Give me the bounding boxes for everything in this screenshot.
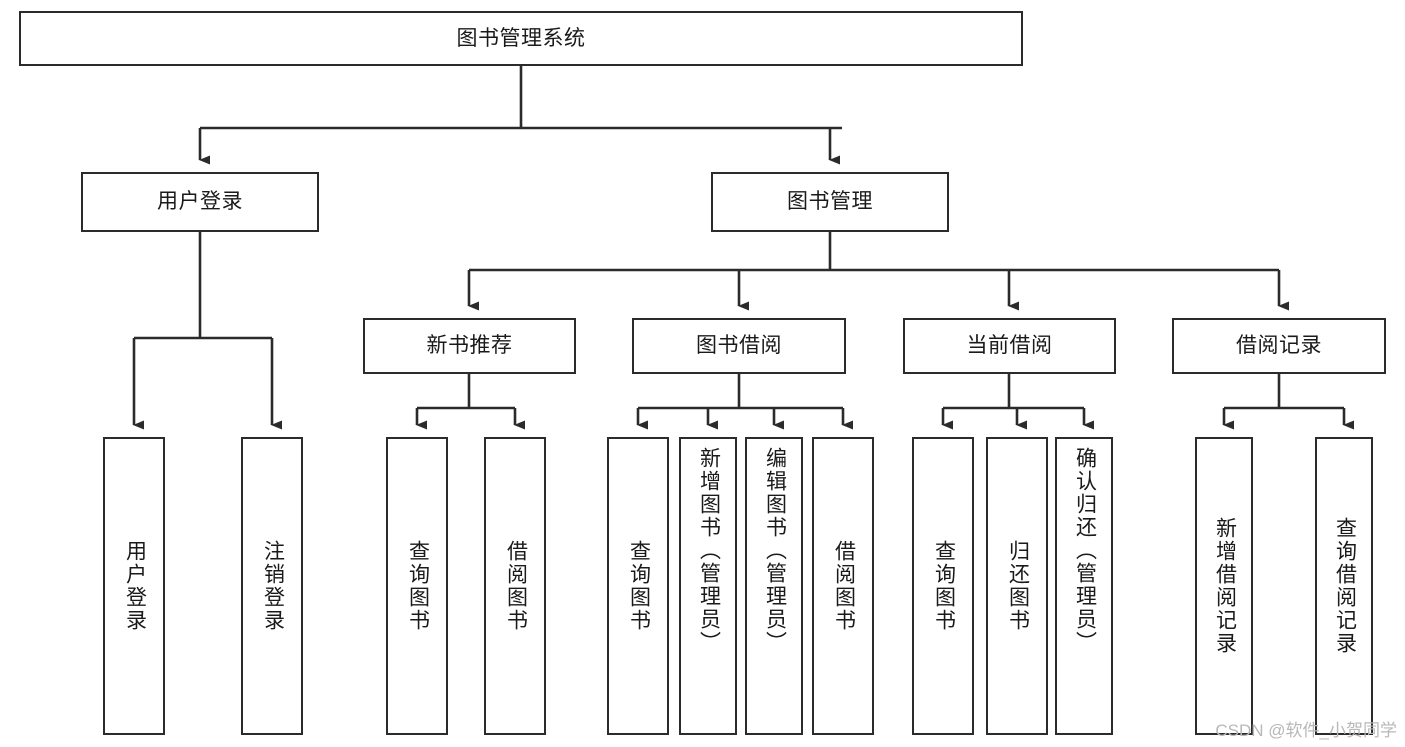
node-new-book-recommend-label: 新书推荐 [426,334,513,358]
node-leaf-add-borrow-record[interactable]: 新增借阅记录 [1195,437,1253,735]
node-leaf-borrow-book-label: 借阅图书 [832,540,856,632]
node-leaf-query-book-recommend[interactable]: 查询图书 [386,437,448,735]
node-leaf-borrow-book-recommend-label: 借阅图书 [504,540,528,632]
node-leaf-return-book[interactable]: 归还图书 [986,437,1048,735]
node-user-login[interactable]: 用户登录 [81,172,319,232]
node-new-book-recommend[interactable]: 新书推荐 [363,318,576,374]
node-leaf-confirm-return[interactable]: 确认归还（管理员） [1055,437,1113,735]
edges-book-management-to-level2 [467,232,1289,311]
node-leaf-query-book-borrow-label: 查询图书 [627,540,651,632]
node-leaf-query-book-current[interactable]: 查询图书 [912,437,974,735]
node-user-login-label: 用户登录 [157,190,243,214]
node-book-borrow[interactable]: 图书借阅 [632,318,846,374]
node-borrow-record-label: 借阅记录 [1236,334,1322,358]
node-root[interactable]: 图书管理系统 [19,11,1023,66]
node-root-label: 图书管理系统 [456,26,586,50]
edges-root-to-level1 [198,66,842,165]
edges-new-book-recommend-to-leaves [415,374,525,430]
node-current-borrow[interactable]: 当前借阅 [903,318,1116,374]
node-current-borrow-label: 当前借阅 [966,334,1053,358]
node-leaf-query-borrow-record-label: 查询借阅记录 [1333,517,1357,655]
node-leaf-query-borrow-record[interactable]: 查询借阅记录 [1315,437,1373,735]
node-leaf-add-book-label: 新增图书（管理员） [697,447,721,654]
edges-borrow-record-to-leaves [1222,374,1354,430]
node-leaf-user-login[interactable]: 用户登录 [103,437,165,735]
node-book-management-label: 图书管理 [787,190,873,214]
node-leaf-borrow-book[interactable]: 借阅图书 [812,437,874,735]
node-leaf-query-book-current-label: 查询图书 [932,540,956,632]
edges-user-login-to-leaves [132,232,282,430]
node-leaf-return-book-label: 归还图书 [1006,540,1030,632]
node-borrow-record[interactable]: 借阅记录 [1172,318,1386,374]
node-leaf-edit-book[interactable]: 编辑图书（管理员） [745,437,803,735]
node-leaf-add-borrow-record-label: 新增借阅记录 [1213,517,1237,655]
node-leaf-user-logout-label: 注销登录 [261,540,285,632]
node-leaf-query-book-recommend-label: 查询图书 [406,540,430,632]
node-leaf-borrow-book-recommend[interactable]: 借阅图书 [484,437,546,735]
node-leaf-query-book-borrow[interactable]: 查询图书 [607,437,669,735]
node-book-management[interactable]: 图书管理 [711,172,949,232]
node-leaf-add-book[interactable]: 新增图书（管理员） [679,437,737,735]
node-leaf-user-logout[interactable]: 注销登录 [241,437,303,735]
node-book-borrow-label: 图书借阅 [696,334,782,358]
node-leaf-confirm-return-label: 确认归还（管理员） [1073,447,1097,654]
edges-current-borrow-to-leaves [941,374,1094,430]
node-leaf-edit-book-label: 编辑图书（管理员） [763,447,787,654]
node-leaf-user-login-label: 用户登录 [123,540,147,632]
edges-book-borrow-to-leaves [636,374,853,430]
